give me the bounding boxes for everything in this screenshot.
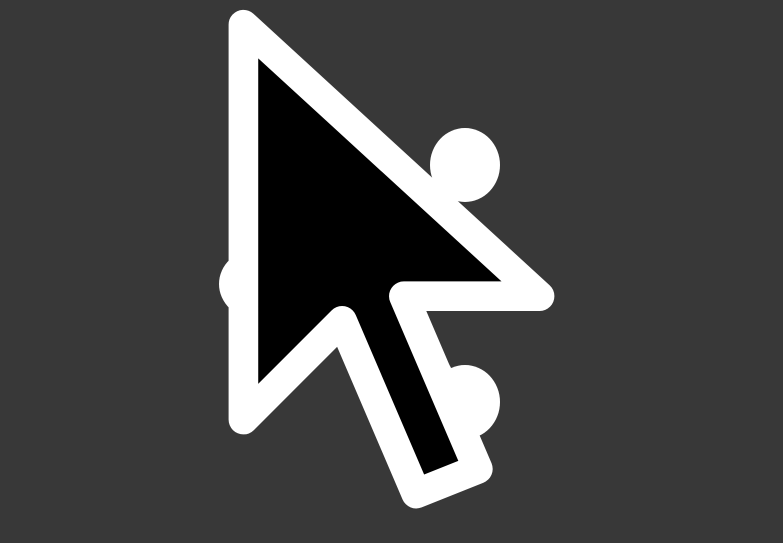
atom-hydrogen-hydroxyl[interactable] [219,249,295,319]
atom-hydrogen-top[interactable] [430,128,500,202]
atom-hydrogen-bottom[interactable] [430,365,500,439]
atom-carbon[interactable] [363,254,423,314]
atom-hydrogen-back[interactable] [442,267,476,301]
